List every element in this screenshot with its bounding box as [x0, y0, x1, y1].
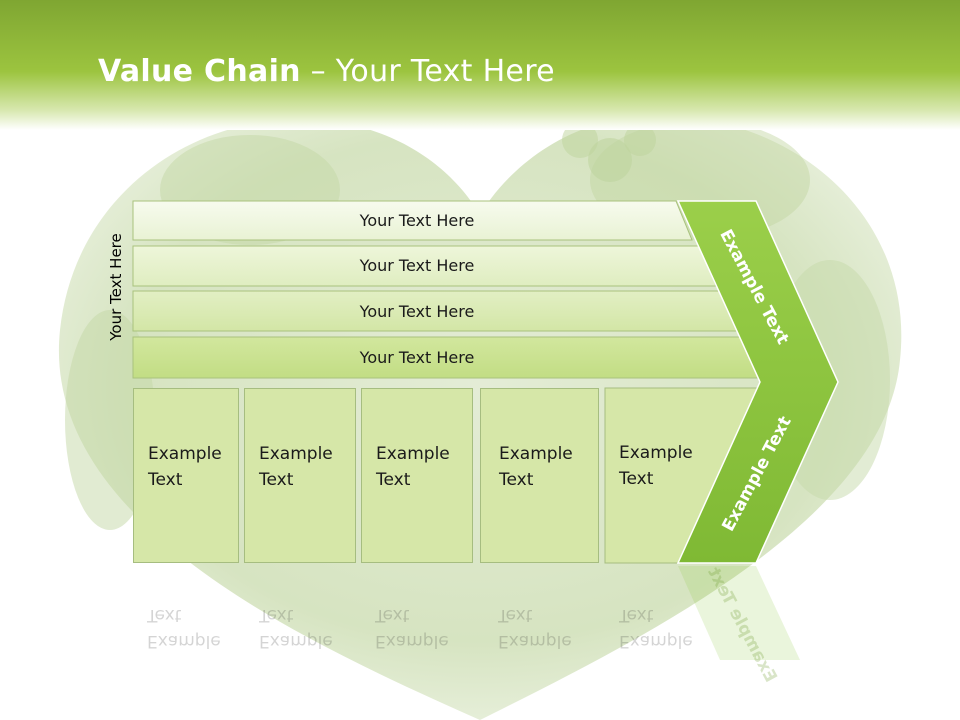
bar-3-label: Your Text Here — [359, 301, 475, 321]
bar-1: Your Text Here — [132, 201, 692, 239]
column-1-line1: Example — [148, 444, 222, 464]
column-2-line1: Example — [259, 444, 333, 464]
header-band — [0, 0, 960, 130]
chevron-arrow — [676, 200, 839, 564]
column-2-line2: Text — [259, 470, 294, 490]
bar-1-label: Your Text Here — [359, 210, 475, 230]
chevron-reflection — [678, 566, 800, 660]
bar-2-label: Your Text Here — [359, 255, 475, 275]
column-1-line2: Text — [148, 470, 183, 490]
column-5-line2: Text — [619, 469, 654, 489]
title-bold: Value Chain — [98, 54, 301, 89]
bar-4-label: Your Text Here — [359, 348, 475, 367]
column-5-line1: Example — [619, 443, 693, 463]
column-3-line1: Example — [376, 444, 450, 464]
column-4-line2: Text — [499, 470, 534, 490]
bar-2: Your Text Here — [132, 246, 702, 284]
column-3-line2: Text — [376, 470, 411, 490]
bar-3: Your Text Here — [132, 291, 702, 331]
title-rest: – Your Text Here — [300, 54, 555, 89]
slide-title: Value Chain – Your Text Here — [98, 54, 555, 89]
column-4-line1: Example — [499, 444, 573, 464]
bar-1-shape — [132, 200, 693, 241]
bar-4: Your Text Here — [132, 337, 702, 378]
